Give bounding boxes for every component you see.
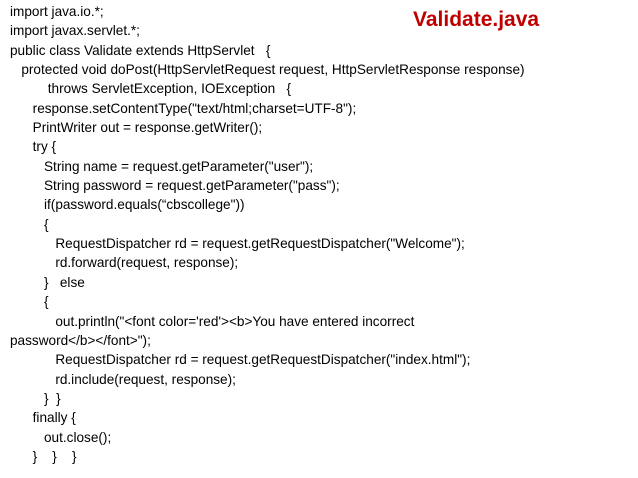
code-block: import java.io.*; import javax.servlet.*… — [10, 2, 525, 466]
code-line: { — [10, 216, 49, 232]
code-line: } } — [10, 390, 61, 406]
code-line: try { — [10, 139, 57, 155]
code-line: out.close(); — [10, 429, 112, 445]
code-line: finally { — [10, 410, 76, 426]
code-line: import java.io.*; — [10, 4, 104, 19]
code-line: String name = request.getParameter("user… — [10, 158, 314, 174]
code-line: public class Validate extends HttpServle… — [10, 42, 271, 58]
code-line: PrintWriter out = response.getWriter(); — [10, 120, 263, 136]
code-line: } else — [10, 274, 85, 290]
code-line: response.setContentType("text/html;chars… — [10, 100, 357, 116]
code-line: if(password.equals(“cbscollege")) — [10, 197, 245, 213]
code-line: throws ServletException, IOException { — [10, 81, 292, 97]
code-line: String password = request.getParameter("… — [10, 178, 340, 194]
code-line: protected void doPost(HttpServletRequest… — [10, 62, 525, 78]
code-line: password</b></font>"); — [10, 332, 151, 348]
code-line: rd.forward(request, response); — [10, 255, 239, 271]
code-line: RequestDispatcher rd = request.getReques… — [10, 352, 471, 368]
slide-title: Validate.java — [413, 8, 540, 31]
code-line: } } } — [10, 448, 77, 464]
code-line: out.println("<font color='red'><b>You ha… — [10, 313, 415, 329]
code-line: rd.include(request, response); — [10, 371, 236, 387]
code-line: import javax.servlet.*; — [10, 23, 140, 39]
code-line: { — [10, 294, 49, 310]
code-line: RequestDispatcher rd = request.getReques… — [10, 236, 465, 252]
